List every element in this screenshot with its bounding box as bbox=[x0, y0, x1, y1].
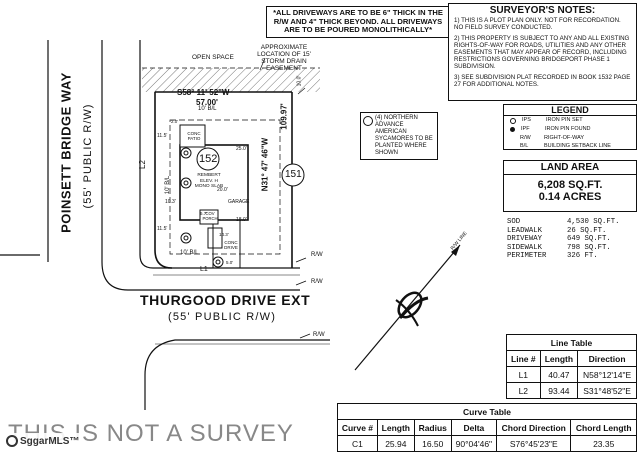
tree-icon bbox=[363, 116, 373, 126]
distance-top: 57.00' bbox=[196, 98, 218, 107]
curve-table: Curve Table Curve # Length Radius Delta … bbox=[337, 403, 637, 452]
patio-label: CONC PATIO bbox=[187, 131, 201, 141]
lot-number-circle bbox=[196, 147, 220, 171]
thurgood-road-edges bbox=[144, 267, 330, 410]
land-area-acres: 0.14 ACRES bbox=[538, 191, 602, 203]
legend-row-rw: R/W RIGHT-OF-WAY bbox=[520, 134, 585, 141]
open-space-hatch bbox=[142, 68, 320, 92]
legend-row-ips: IPS IRON PIN SET bbox=[504, 116, 636, 125]
legend-title: LEGEND bbox=[504, 105, 636, 116]
garage-label: GARAGE bbox=[228, 199, 250, 205]
line-table-header: Length bbox=[539, 350, 579, 367]
trees bbox=[180, 147, 224, 268]
cov-porch-label: COV PORCH bbox=[202, 211, 218, 221]
neighbor-lot-number: 151 bbox=[285, 169, 302, 180]
curve-table-header: Delta bbox=[450, 419, 498, 436]
thurgood-street-name: THURGOOD DRIVE EXT bbox=[140, 292, 311, 308]
note-2: 2) THIS PROPERTY IS SUBJECT TO ANY AND A… bbox=[454, 34, 630, 71]
surveyors-notes: SURVEYOR'S NOTES: 1) THIS IS A PLOT PLAN… bbox=[448, 3, 637, 101]
line-table-header: Line # bbox=[506, 350, 541, 367]
neighbor-lot-circle bbox=[281, 163, 305, 187]
dim-3: 20.0' bbox=[217, 187, 228, 193]
dim-9: 14.3' bbox=[219, 232, 229, 237]
poinsett-street-name: POINSETT BRIDGE WAY bbox=[58, 72, 74, 233]
thurgood-rw: (55' PUBLIC R/W) bbox=[168, 311, 277, 323]
rw-label-3: R/W bbox=[313, 332, 325, 338]
line-l1-label: L1 bbox=[200, 266, 208, 273]
lot-number: 152 bbox=[199, 153, 218, 165]
open-space-label: OPEN SPACE bbox=[192, 54, 234, 61]
drive-label: CONC DRIVE bbox=[224, 240, 238, 250]
note-1: 1) THIS IS A PLOT PLAN ONLY. NOT FOR REC… bbox=[454, 17, 621, 32]
dim-7: 18.0' bbox=[236, 217, 247, 223]
bearing-right: N31° 47' 46"W bbox=[260, 137, 270, 192]
dim-6: 25.0' bbox=[236, 146, 247, 152]
bl-top: 10' B/L bbox=[198, 106, 217, 112]
dim-1: 11.5' bbox=[157, 133, 168, 139]
bl-bottom: 10' B/L bbox=[180, 250, 199, 256]
rw-label-1: R/W bbox=[311, 252, 323, 258]
dim-2: 11.5' bbox=[157, 226, 168, 232]
curve-table-header: Radius bbox=[413, 419, 452, 436]
land-area: LAND AREA 6,208 SQ.FT. 0.14 ACRES bbox=[503, 160, 637, 212]
curve-table-header: Chord Direction bbox=[496, 419, 572, 436]
dim-5: 6.7' bbox=[200, 211, 208, 216]
surveyors-notes-title: SURVEYOR'S NOTES: bbox=[489, 5, 596, 16]
poinsett-rw: (55' PUBLIC R/W) bbox=[82, 103, 94, 209]
rw-label-2: R/W bbox=[311, 279, 323, 285]
iron-pin-found-icon bbox=[510, 127, 515, 132]
sycamore-note: (4) NORTHERN ADVANCE AMERICAN SYCAMORES … bbox=[360, 112, 438, 160]
driveway-note: *ALL DRIVEWAYS ARE TO BE 6" THICK IN THE… bbox=[266, 6, 450, 38]
easement-label: APPROXIMATE LOCATION OF 15' STORM DRAIN … bbox=[257, 44, 311, 72]
curve-table-header: Curve # bbox=[337, 419, 378, 436]
line-l2-label: L2 bbox=[137, 160, 147, 169]
bearing-top: S58° 11' 52"W bbox=[177, 88, 230, 97]
legend-row-bl: B/L BUILDING SETBACK LINE bbox=[520, 143, 611, 149]
curve-table-header: Chord Length bbox=[570, 419, 637, 436]
land-area-title: LAND AREA bbox=[504, 161, 636, 175]
mls-logo-icon bbox=[6, 435, 18, 447]
mls-logo: SggarMLS™ bbox=[2, 433, 84, 449]
curve-table-header: Length bbox=[376, 419, 415, 436]
line-table-header: Direction bbox=[577, 350, 637, 367]
dim-11: 5.0' bbox=[226, 260, 234, 265]
note-3: 3) SEE SUBDIVISION PLAT RECORDED IN BOOK… bbox=[454, 73, 631, 88]
dim-4: 10.3' bbox=[165, 199, 176, 205]
curve-table-title: Curve Table bbox=[337, 403, 637, 420]
house-label: REMBERT ELEV. H MONO SLAB bbox=[194, 173, 224, 189]
legend-row-ipf: IPF IRON PIN FOUND bbox=[504, 125, 636, 134]
line-table-title: Line Table bbox=[506, 334, 637, 351]
legend: LEGEND IPS IRON PIN SET IPF IRON PIN FOU… bbox=[503, 104, 637, 150]
distance-right: 109.97' bbox=[279, 103, 289, 130]
iron-pin-set-icon bbox=[510, 118, 516, 124]
north-arrow-icon bbox=[354, 244, 461, 371]
dim-10: 10.0' bbox=[296, 75, 303, 87]
dim-8: 2.0' bbox=[171, 119, 179, 124]
land-area-sqft: 6,208 SQ.FT. bbox=[537, 179, 603, 191]
